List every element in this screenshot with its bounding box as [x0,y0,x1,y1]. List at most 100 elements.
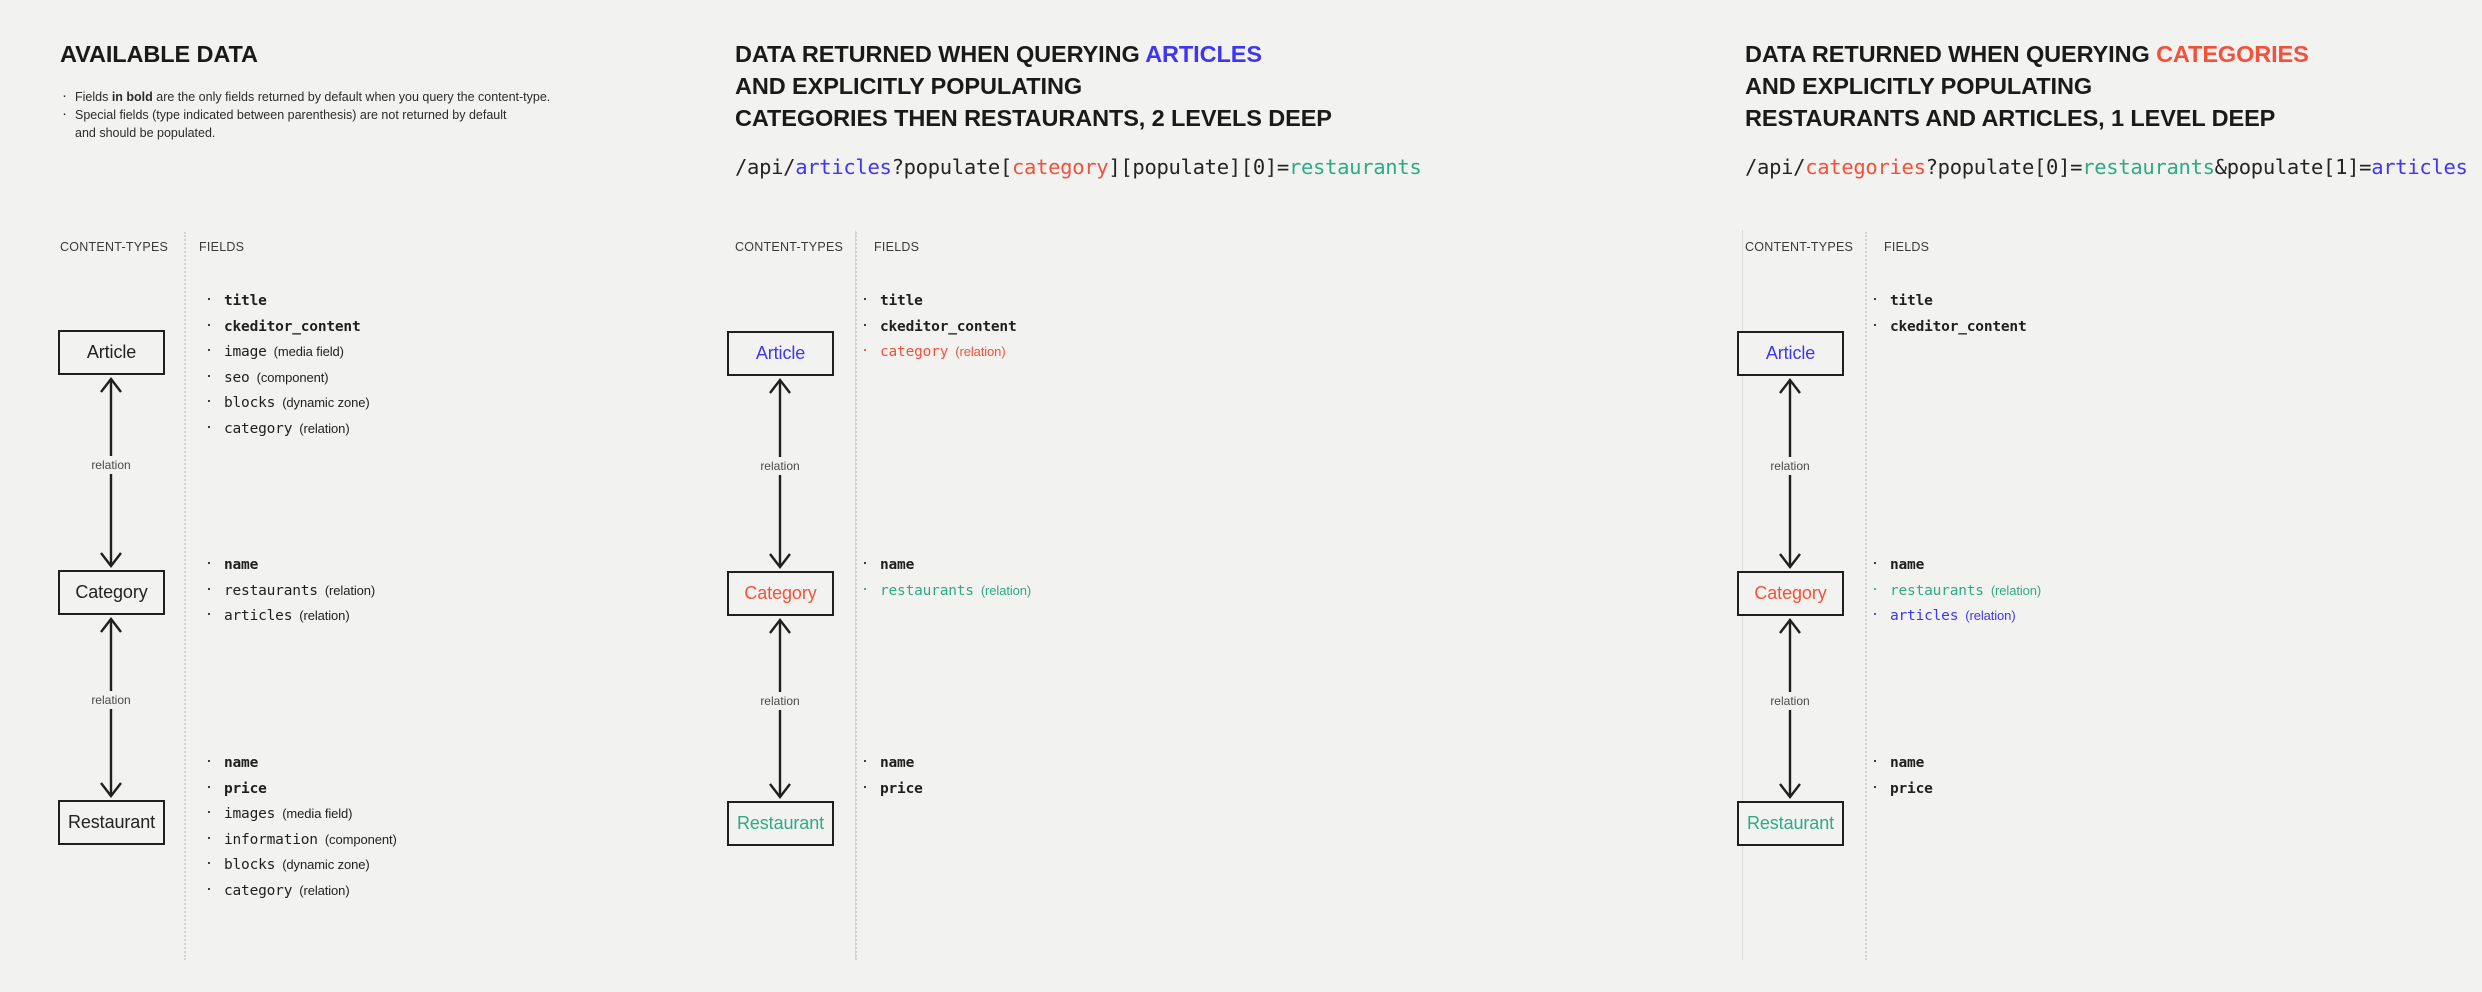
api-query-string-categories: /api/categories?populate[0]=restaurants&… [1745,155,2468,179]
api-token: articles [795,155,892,179]
api-token: categories [1805,155,1926,179]
field-name: ckeditor_content [1890,318,2027,335]
api-query-string-articles: /api/articles?populate[category][populat… [735,155,1422,179]
field-name: seo [224,369,250,386]
field-type: (relation) [299,420,350,436]
col-label-fields: FIELDS [874,240,920,254]
relation-connector-category-restaurant: relation [746,616,814,801]
field-row: name [205,550,375,578]
field-name: images [224,806,276,822]
panel-3-heading-line-2: AND EXPLICITLY POPULATING [1745,73,2092,99]
field-row: name [1871,550,2041,578]
field-name: price [224,780,267,797]
field-row: price [861,774,923,802]
field-type: (relation) [324,582,376,598]
field-row: information (component) [205,825,397,853]
content-type-box-restaurant[interactable]: Restaurant [727,801,834,846]
relation-connector-category-restaurant: relation [1756,616,1824,801]
content-type-box-article[interactable]: Article [1737,331,1844,376]
relation-label: relation [1756,457,1824,475]
content-type-box-restaurant[interactable]: Restaurant [1737,801,1844,846]
relation-connector-category-restaurant: relation [77,615,145,800]
field-group-category: namerestaurants(relation) [861,550,1031,603]
field-row: name [205,748,397,776]
field-name: blocks [224,395,276,411]
content-type-box-article[interactable]: Article [58,330,165,375]
field-group-category: namerestaurants(relation)articles(relati… [205,550,376,629]
field-group-article: titleckeditor_contentimage(media field)s… [205,286,370,442]
relation-label: relation [746,457,814,475]
relation-connector-article-category: relation [746,376,814,571]
field-name: name [224,557,259,573]
field-name: information [224,831,318,848]
relation-label: relation [77,456,145,474]
field-row: name [861,550,1031,578]
field-name: ckeditor_content [880,318,1017,335]
legend-bold-suffix: are the only fields returned by default … [152,90,551,104]
api-token: ?populate[0]= [1925,155,2083,179]
col-label-content-types: CONTENT-TYPES [60,240,169,254]
field-row: price [205,774,397,802]
field-row: blocks (dynamic zone) [205,388,370,416]
field-type: (relation) [299,882,350,898]
panel-3-heading-line-1: DATA RETURNED WHEN QUERYING CATEGORIES [1745,38,2309,70]
column-dotted-divider [855,232,857,960]
col-label-content-types: CONTENT-TYPES [735,240,844,254]
api-token: /api/ [1745,155,1806,179]
content-type-box-category[interactable]: Category [727,571,834,616]
field-name: name [1890,557,1925,573]
field-group-restaurant: name price [861,748,923,802]
field-name: category [224,420,293,437]
field-name: ckeditor_content [224,318,361,335]
field-type: (relation) [299,608,350,623]
field-row: category (relation) [205,414,370,442]
field-row: articles(relation) [1871,601,2041,629]
api-token: category [1011,155,1109,179]
field-name: name [880,755,915,771]
field-type: (media field) [273,344,344,359]
panel-2-heading-line-1: DATA RETURNED WHEN QUERYING ARTICLES [735,38,1332,70]
field-row: image(media field) [205,337,370,365]
field-row: blocks(dynamic zone) [205,850,397,878]
field-name: category [224,882,293,899]
field-row: category(relation) [861,337,1016,365]
panel-2-heading-line-3: CATEGORIES THEN RESTAURANTS, 2 LEVELS DE… [735,105,1332,131]
field-row: ckeditor_content [861,312,1017,340]
content-type-box-article[interactable]: Article [727,331,834,376]
panel-1-heading: AVAILABLE DATA [60,38,258,70]
field-row: price [1871,774,1933,802]
field-name: category [880,344,949,360]
field-group-article: titleckeditor_contentcategory(relation) [861,286,1017,365]
panel-2-heading: DATA RETURNED WHEN QUERYING ARTICLES AND… [735,38,1332,134]
content-type-box-category[interactable]: Category [1737,571,1844,616]
field-row: title [1871,286,2026,314]
field-type: (dynamic zone) [282,395,370,410]
heading-accent-articles: ARTICLES [1145,41,1262,67]
col-label-fields: FIELDS [1884,240,1930,254]
field-row: restaurants(relation) [1871,576,2041,604]
api-token: articles [2371,155,2468,179]
column-dotted-divider [1865,232,1867,960]
panel-query-articles: DATA RETURNED WHEN QUERYING ARTICLES AND… [727,0,1745,992]
field-group-article: title ckeditor_content [1871,286,2027,340]
field-type: (component) [324,831,397,847]
column-dotted-divider [184,232,186,960]
col-label-fields: FIELDS [199,240,245,254]
field-name: price [1890,780,1933,797]
api-token: /api/ [735,155,796,179]
field-type: (media field) [282,806,353,821]
field-name: articles [224,608,293,624]
field-row: ckeditor_content [1871,312,2027,340]
content-type-box-restaurant[interactable]: Restaurant [58,800,165,845]
api-token: restaurants [1288,155,1422,179]
field-name: title [224,293,267,309]
field-name: restaurants [880,582,974,599]
legend-bold-emphasis: in bold [111,90,153,104]
panel-available-data: AVAILABLE DATA Fields in bold are the on… [0,0,735,992]
field-type: (component) [256,369,329,385]
content-type-box-category[interactable]: Category [58,570,165,615]
field-row: images (media field) [205,799,397,827]
field-row: seo (component) [205,363,370,391]
field-row: title [205,286,370,314]
panel-2-heading-line-2: AND EXPLICITLY POPULATING [735,73,1082,99]
